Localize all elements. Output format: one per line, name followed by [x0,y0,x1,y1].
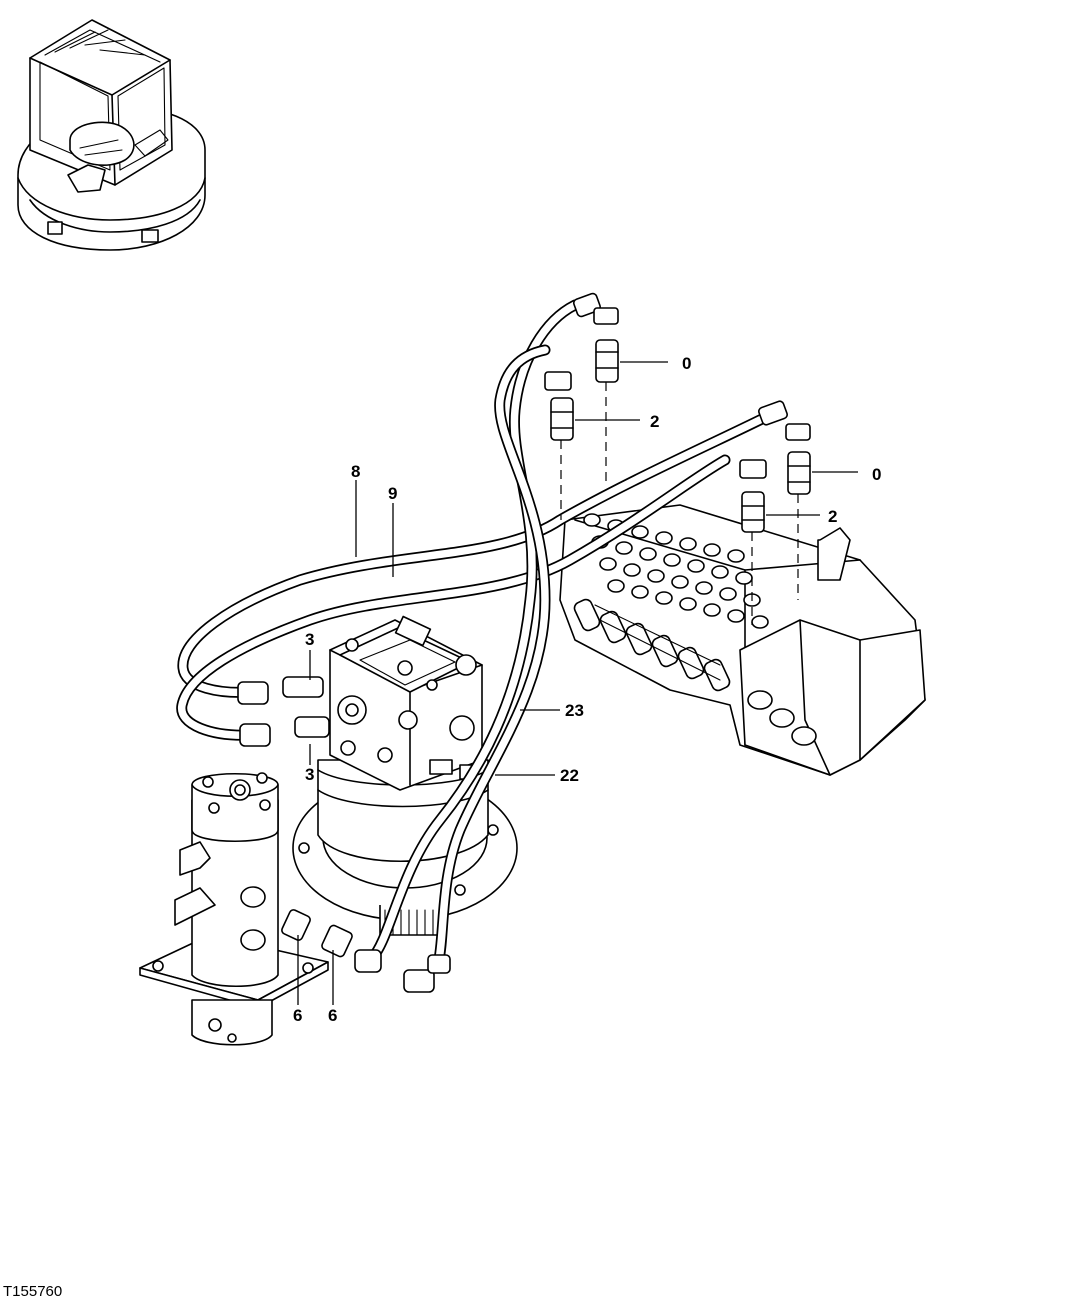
valve-port [615,541,633,555]
callout-2-top: 2 [650,412,659,431]
swing-motor [292,615,518,936]
hose-8 [177,409,776,698]
valve-spool-end [651,634,679,668]
fitting-0-upper [595,339,619,383]
valve-port [663,553,681,567]
valve-port [727,549,745,563]
valve-spool-end [677,646,705,680]
valve-port [687,559,705,573]
valve-spool-end [769,708,795,728]
fitting-2-upper [550,397,574,441]
fitting-2-right [741,491,765,533]
valve-port [703,543,721,557]
fitting-3-lower [294,716,330,738]
valve-port [607,579,625,593]
valve-port [735,571,753,585]
valve-port [719,587,737,601]
valve-spool-end [747,690,773,710]
callout-2-right: 2 [828,507,837,526]
leader-lines [297,361,858,1005]
callout-22: 22 [560,766,579,785]
valve-port [639,547,657,561]
callout-3-lower: 3 [305,765,314,784]
center-joint [139,772,329,1046]
valve-port [695,581,713,595]
hose-22 [432,344,551,971]
valve-port [751,615,769,629]
fitting-3-upper [282,676,324,698]
valve-port [631,585,649,599]
fitting-0-right [787,451,811,495]
valve-port [631,525,649,539]
valve-port [655,531,673,545]
hose-23 [366,299,581,964]
valve-port [623,563,641,577]
fitting-6-right [321,924,353,958]
hose-9 [176,454,731,741]
valve-port [727,609,745,623]
callout-0-top: 0 [682,354,691,373]
hose-fittings [237,292,811,993]
valve-port [679,597,697,611]
valve-port [599,557,617,571]
valve-port [647,569,665,583]
control-valve [559,504,926,776]
valve-port [671,575,689,589]
assembly-lines [560,382,799,625]
callout-3-upper: 3 [305,630,314,649]
valve-port [655,591,673,605]
fitting-6-left [281,909,311,941]
excavator-locator-icon [17,19,206,251]
figure-id: T155760 [3,1283,62,1300]
callout-9: 9 [388,484,397,503]
valve-port [583,513,601,527]
callout-0-right: 0 [872,465,881,484]
callout-6-right: 6 [328,1006,337,1025]
valve-spool-end [791,726,817,746]
callout-8: 8 [351,462,360,481]
callout-6-left: 6 [293,1006,302,1025]
valve-port [703,603,721,617]
callout-23: 23 [565,701,584,720]
valve-port [711,565,729,579]
valve-spool-end [573,598,601,632]
valve-port [679,537,697,551]
valve-spool-end [703,658,731,692]
